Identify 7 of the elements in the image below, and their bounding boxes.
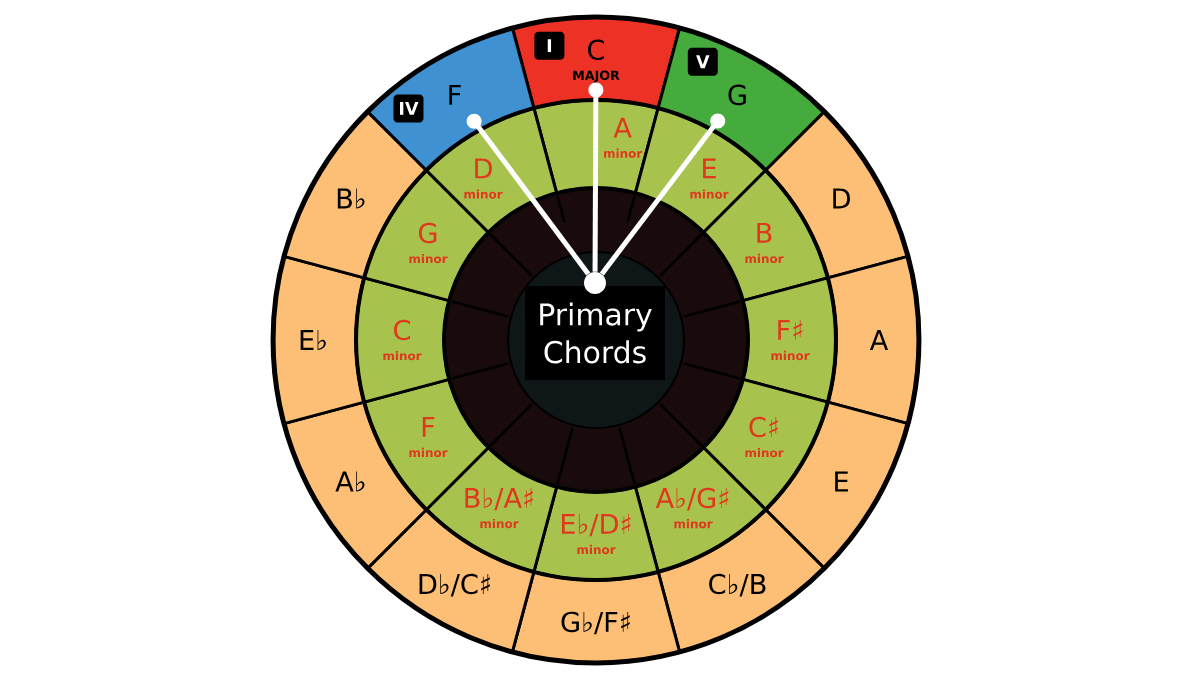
pointer-line xyxy=(466,113,591,276)
pointer-line xyxy=(599,113,726,276)
junction-dot xyxy=(584,272,606,294)
center-label-box: Primary Chords xyxy=(525,286,665,380)
numeral-badge: IV xyxy=(393,94,424,123)
pointer-line xyxy=(588,82,604,272)
numeral-badge: I xyxy=(534,31,565,60)
